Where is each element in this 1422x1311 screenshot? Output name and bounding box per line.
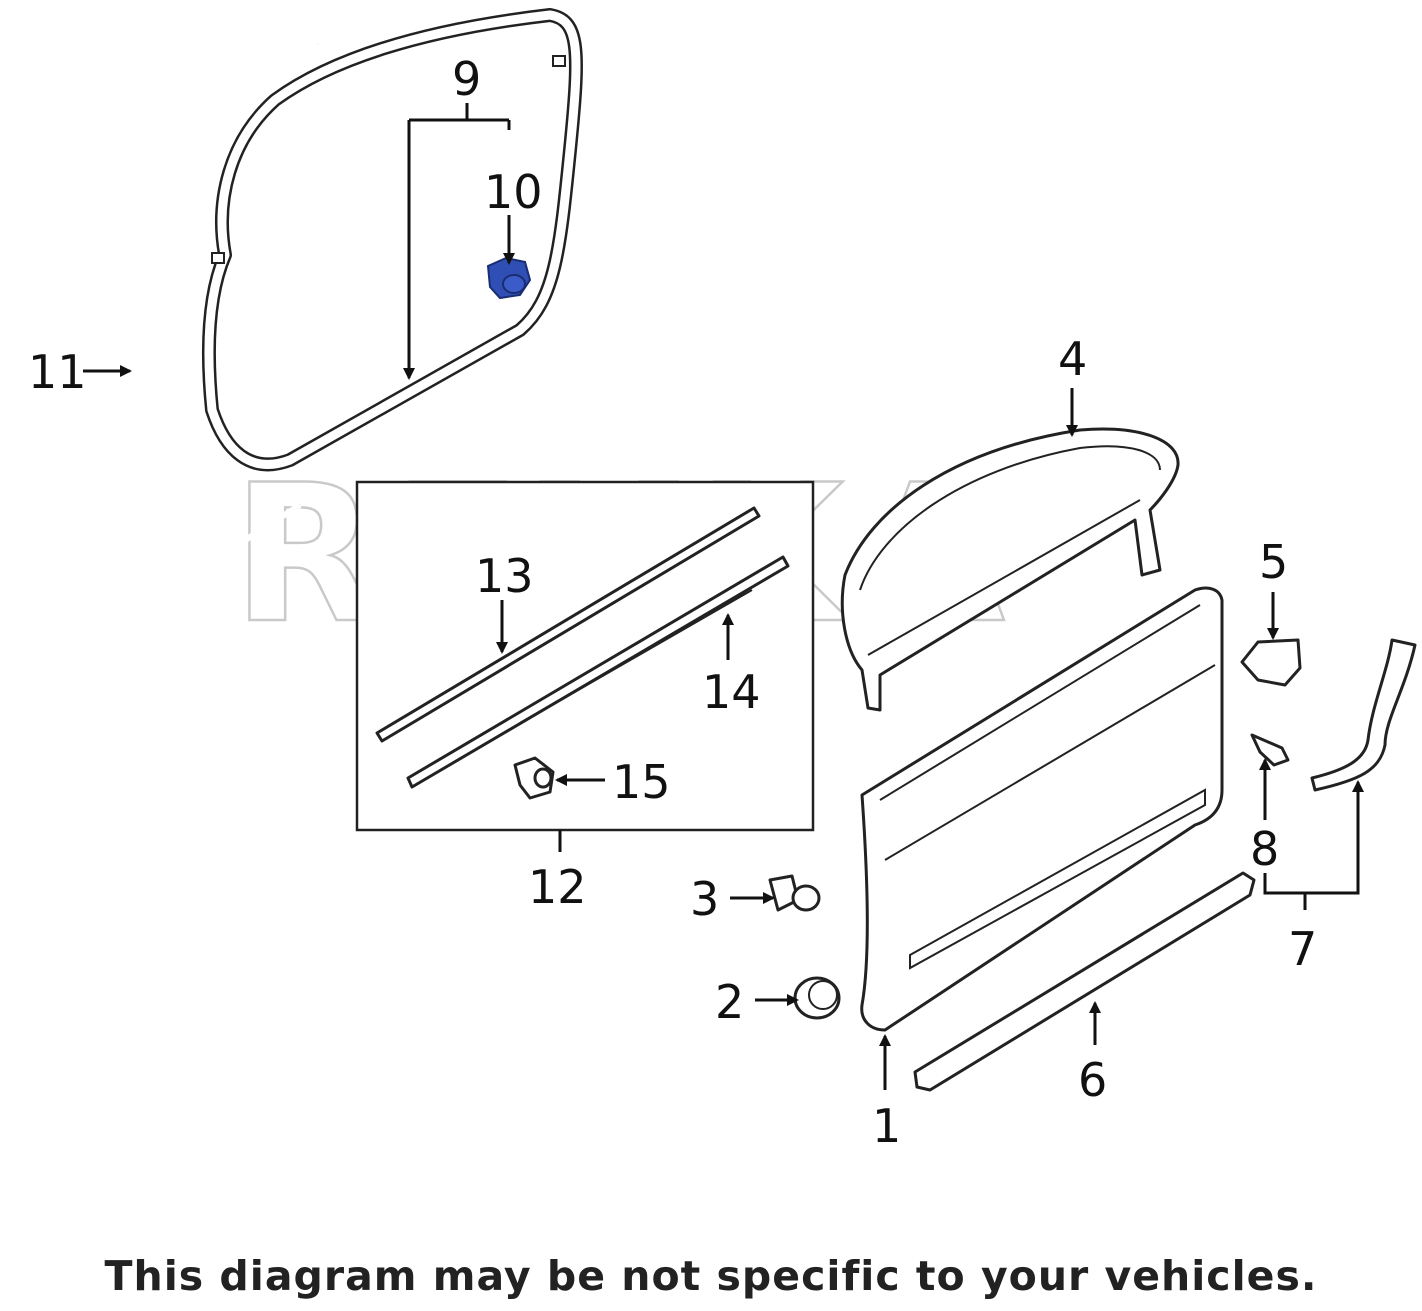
part-11-body-weatherstrip — [56, 16, 319, 591]
part-14-belt-molding — [406, 555, 790, 789]
part-1-door-shell — [860, 586, 1224, 1032]
part-6-rocker-molding — [913, 871, 1256, 1092]
part-15-clip — [513, 756, 555, 800]
part-2-cap — [793, 976, 841, 1020]
callout-2: 2 — [715, 975, 744, 1029]
part-9-door-weatherstrip — [201, 8, 583, 472]
part-5-bracket — [1240, 638, 1302, 687]
callout-11: 11 — [28, 345, 87, 399]
callout-13: 13 — [475, 549, 534, 603]
callout-12: 12 — [528, 860, 587, 914]
callout-5: 5 — [1259, 535, 1288, 589]
leader-lines — [83, 103, 1364, 1090]
disclaimer-text: This diagram may be not specific to your… — [104, 1252, 1318, 1300]
part-3-plug — [768, 874, 821, 912]
part-7-molding — [1310, 638, 1417, 792]
callout-15: 15 — [612, 755, 671, 809]
part-10-clip-highlighted — [486, 256, 532, 300]
callout-14: 14 — [702, 665, 761, 719]
part-13-belt-molding — [375, 506, 761, 743]
callout-10: 10 — [484, 165, 543, 219]
callout-6: 6 — [1078, 1053, 1107, 1107]
callout-3: 3 — [690, 872, 719, 926]
callout-4: 4 — [1058, 332, 1087, 386]
callout-7: 7 — [1288, 922, 1317, 976]
part-4-door-frame — [840, 427, 1180, 712]
callout-9: 9 — [452, 52, 481, 106]
callout-1: 1 — [872, 1099, 901, 1153]
part-8-bumper — [1250, 733, 1290, 767]
callout-8: 8 — [1250, 822, 1279, 876]
